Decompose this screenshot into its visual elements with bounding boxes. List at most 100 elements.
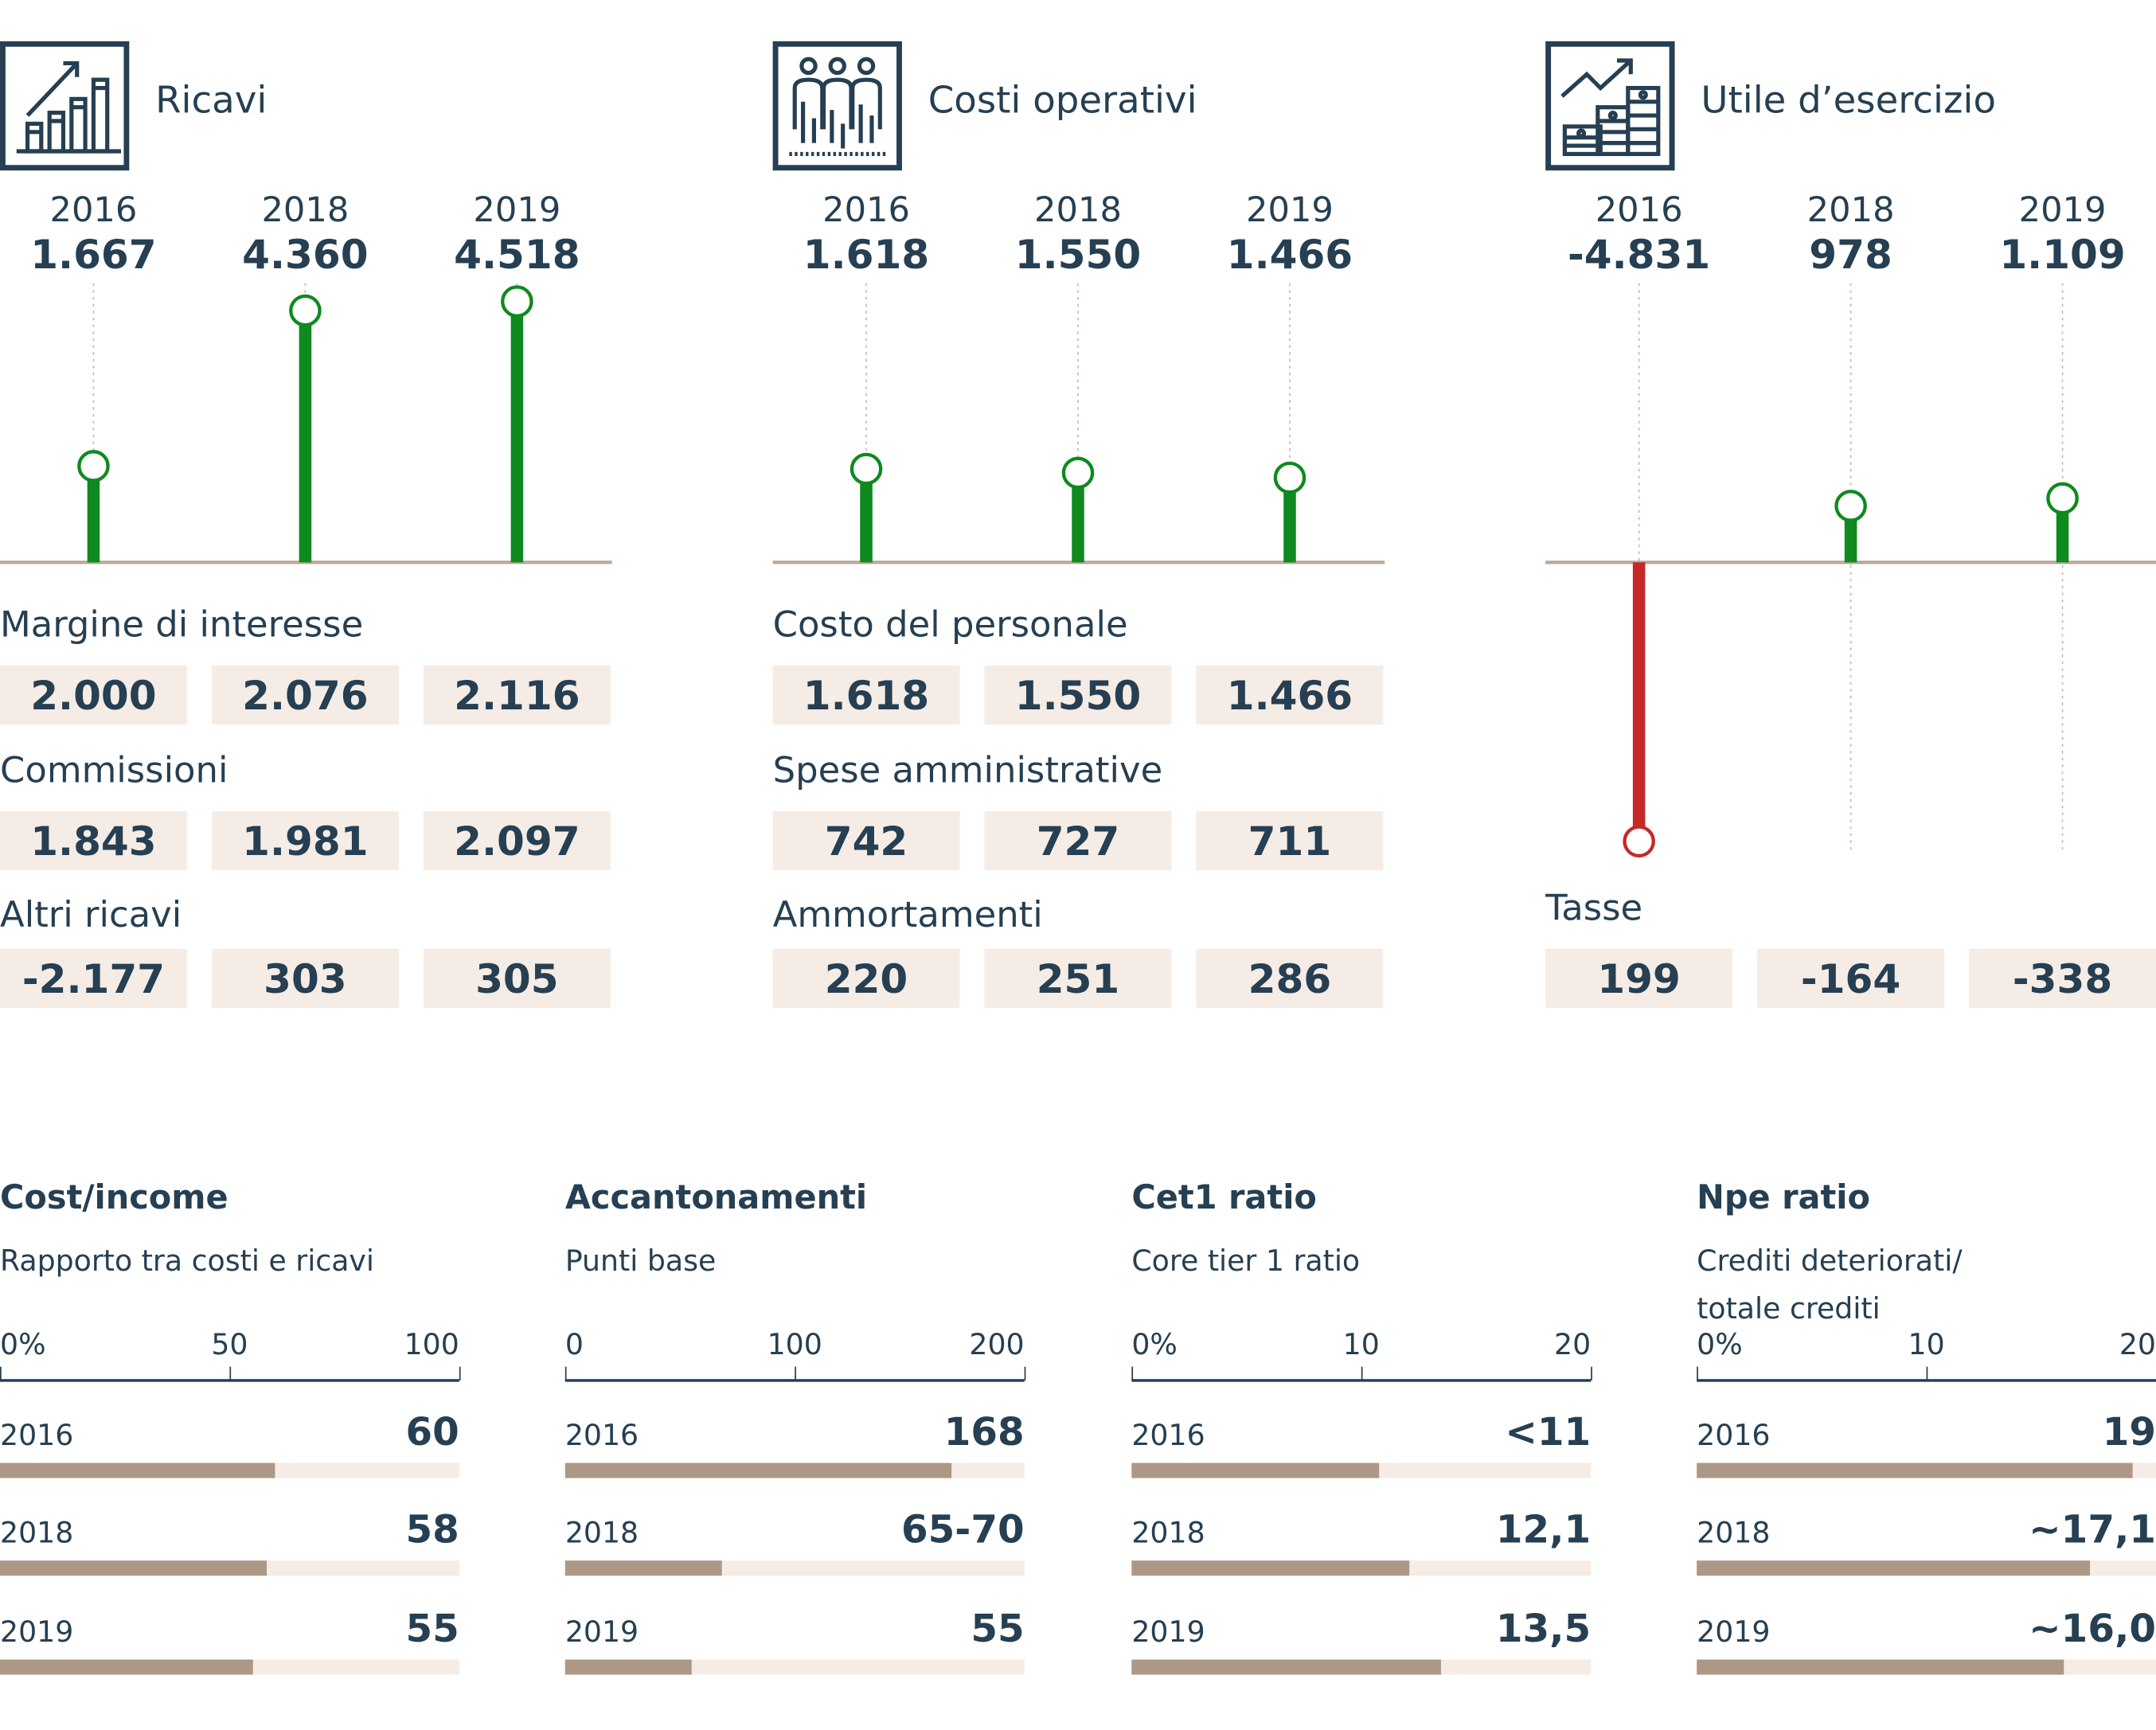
bar	[1131, 1560, 1410, 1576]
bar	[564, 1560, 721, 1576]
value-label: 13,5	[1495, 1606, 1592, 1652]
axis-tick-label: 0%	[1697, 1328, 1743, 1361]
bar-track	[0, 1659, 459, 1675]
bar	[564, 1659, 692, 1675]
axis-tick-label: 10	[1908, 1328, 1945, 1361]
value-label: 65-70	[900, 1506, 1025, 1552]
bar	[564, 1462, 951, 1478]
people-chart-icon	[772, 41, 902, 171]
lollipop-dot	[850, 452, 883, 486]
bar-track	[564, 1659, 1025, 1675]
chart-subtitle: Core tier 1 ratio	[1131, 1237, 1360, 1285]
bar-track	[1697, 1659, 2156, 1675]
lollipop-chart	[1545, 283, 2156, 858]
lollipop-chart	[772, 283, 1385, 564]
detail-value: -2.177	[0, 948, 187, 1008]
axis-tick-label: 0	[564, 1328, 584, 1361]
subtitle-line: Punti base	[564, 1244, 717, 1278]
detail-label: Ammortamenti	[772, 895, 1043, 937]
bar-track	[1697, 1462, 2156, 1478]
detail-value: 286	[1196, 948, 1384, 1008]
detail-value: 1.550	[984, 665, 1172, 725]
axis-line	[1697, 1379, 2156, 1381]
value-label: 12,1	[1495, 1506, 1592, 1552]
lollipop-dot	[289, 294, 322, 327]
lollipop-dot	[1273, 461, 1306, 494]
lollipop-stem	[299, 310, 312, 563]
value-label: 58	[405, 1506, 459, 1552]
lollipop-dot	[1061, 456, 1095, 490]
subtitle-line: Crediti deteriorati/	[1697, 1244, 1963, 1278]
axis-line	[564, 1379, 1025, 1381]
chart-title: Cet1 ratio	[1131, 1178, 1317, 1217]
chart-title: Accantonamenti	[564, 1178, 868, 1217]
detail-value: 1.466	[1196, 665, 1384, 725]
year-label: 2018	[261, 189, 350, 230]
year-label: 2018	[1131, 1516, 1205, 1550]
value-label: 168	[943, 1409, 1025, 1455]
lollipop-stem	[1072, 472, 1084, 563]
axis-tick-label: 100	[404, 1328, 459, 1361]
year-label: 2016	[564, 1419, 639, 1452]
value-label: 978	[1809, 231, 1892, 278]
value-label: 1.618	[803, 231, 930, 278]
year-label: 2019	[0, 1615, 74, 1649]
bar-track	[1131, 1462, 1592, 1478]
axis-tick-label: 200	[969, 1328, 1025, 1361]
value-label: ~17,1	[2029, 1506, 2156, 1552]
bar-track	[0, 1462, 459, 1478]
value-label: 1.667	[30, 231, 157, 278]
detail-value: 303	[211, 948, 399, 1008]
year-label: 2018	[1806, 189, 1895, 230]
value-label: 55	[405, 1606, 459, 1652]
axis-tick-label: 20	[2119, 1328, 2156, 1361]
bar-track	[1131, 1659, 1592, 1675]
detail-value: 199	[1545, 948, 1733, 1008]
lollipop-dot	[1834, 490, 1867, 522]
year-label: 2018	[0, 1516, 74, 1550]
detail-value: 251	[984, 948, 1172, 1008]
lollipop-stem	[510, 301, 524, 563]
bar	[0, 1560, 267, 1576]
detail-value: 305	[423, 948, 611, 1008]
axis-tick-label: 10	[1342, 1328, 1380, 1361]
detail-value: -338	[1969, 948, 2156, 1008]
year-label: 2019	[1246, 189, 1334, 230]
axis-tick-label: 20	[1554, 1328, 1592, 1361]
chart-subtitle: Rapporto tra costi e ricavi	[0, 1237, 374, 1285]
bar-track	[1697, 1560, 2156, 1576]
panel-title: Ricavi	[155, 80, 268, 123]
detail-value: -164	[1757, 948, 1945, 1008]
chart-subtitle: Crediti deteriorati/totale crediti	[1697, 1237, 1962, 1334]
year-label: 2019	[564, 1615, 639, 1649]
lollipop-dot	[2046, 482, 2079, 515]
bar-track	[564, 1560, 1025, 1576]
value-label: 60	[405, 1409, 459, 1455]
year-label: 2018	[1697, 1516, 1771, 1550]
year-label: 2019	[473, 189, 561, 230]
axis-tick	[458, 1366, 461, 1380]
axis-tick-label: 50	[211, 1328, 248, 1361]
lollipop-dot	[1623, 825, 1655, 858]
value-label: 1.109	[1999, 231, 2126, 278]
lollipop-stem	[860, 468, 873, 563]
axis-tick	[1360, 1366, 1363, 1380]
value-label: 4.518	[454, 231, 580, 278]
axis-tick	[1023, 1366, 1026, 1380]
detail-value: 711	[1196, 810, 1384, 871]
axis-tick-label: 0%	[0, 1328, 46, 1361]
chart-title: Npe ratio	[1697, 1178, 1870, 1217]
bar	[0, 1462, 276, 1478]
bar-track	[1131, 1560, 1592, 1576]
chart-subtitle: Punti base	[565, 1237, 716, 1285]
bar-track	[0, 1560, 459, 1576]
year-label: 2019	[1131, 1615, 1205, 1649]
subtitle-line: Core tier 1 ratio	[1131, 1244, 1361, 1278]
year-label: 2019	[2018, 189, 2107, 230]
value-label: 55	[971, 1606, 1025, 1652]
value-label: 1.466	[1226, 231, 1353, 278]
value-label: 4.360	[242, 231, 369, 278]
lollipop-stem	[87, 466, 100, 563]
detail-value: 727	[984, 810, 1172, 871]
chart-growth-icon	[0, 41, 130, 171]
